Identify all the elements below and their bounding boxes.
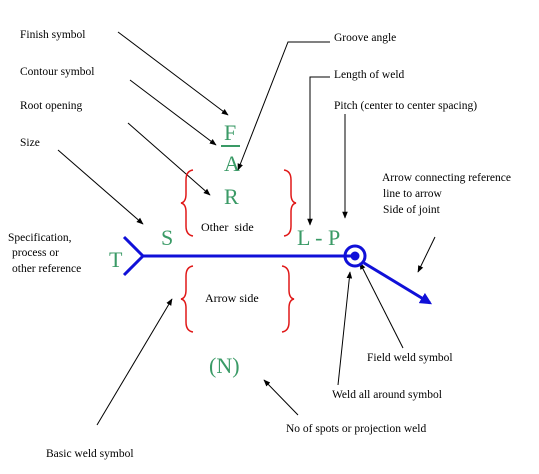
pitch-label: Pitch (center to center spacing): [334, 100, 477, 112]
leader-weld-all-around: [337, 271, 353, 386]
weld-all-around-circle: [343, 244, 367, 268]
weld-all-around-label: Weld all around symbol: [332, 389, 442, 401]
leader-basic-weld: [96, 298, 173, 426]
contour-symbol-label: Contour symbol: [20, 66, 94, 78]
leader-finish: [117, 31, 229, 116]
reference-line-group: [122, 235, 433, 305]
groove-angle-letter-a: A: [224, 151, 240, 176]
tail-upper: [122, 235, 145, 258]
brace-arrow-right: [281, 265, 295, 333]
other-side-label: Other side: [201, 220, 254, 234]
tail-letter-t: T: [109, 247, 123, 272]
leader-groove-angle: [237, 41, 330, 171]
specification-label-1: Specification,: [8, 232, 72, 244]
specification-label-3: other reference: [12, 263, 81, 275]
leader-spots: [263, 379, 299, 416]
leader-side-of-joint: [417, 236, 436, 273]
field-weld-dot: [350, 251, 360, 261]
arrow-connecting-label-2: line to arrow: [383, 188, 442, 200]
spots-letter-n: (N): [209, 353, 240, 378]
root-opening-letter-r: R: [224, 184, 239, 209]
brace-other-right: [283, 169, 297, 237]
specification-label-2: process or: [12, 247, 59, 259]
leader-field-weld: [359, 262, 404, 349]
arrow-line: [363, 261, 433, 305]
leader-root-opening: [127, 122, 211, 196]
brace-arrow-left: [180, 265, 194, 333]
basic-weld-symbol-label: Basic weld symbol: [46, 448, 134, 460]
leader-size: [57, 149, 144, 225]
root-opening-label: Root opening: [20, 100, 83, 112]
tail-lower: [122, 254, 145, 277]
leader-length: [307, 76, 330, 226]
arrow-side-label: Arrow side: [205, 291, 259, 305]
finish-symbol-label: Finish symbol: [20, 29, 86, 41]
brace-other-left: [180, 169, 194, 237]
size-label: Size: [20, 137, 40, 149]
length-pitch-lp: L - P: [297, 225, 340, 250]
length-of-weld-label: Length of weld: [334, 69, 405, 81]
spots-projection-label: No of spots or projection weld: [286, 423, 426, 435]
field-weld-symbol-label: Field weld symbol: [367, 352, 453, 364]
groove-angle-label: Groove angle: [334, 32, 396, 44]
arrow-connecting-label-1: Arrow connecting reference: [382, 172, 511, 184]
finish-letter-f: F: [224, 120, 236, 145]
leader-lines: [57, 31, 436, 426]
size-letter-s: S: [161, 225, 173, 250]
braces: [180, 169, 297, 333]
side-of-joint-label: Side of joint: [383, 204, 441, 216]
leader-contour: [129, 79, 217, 146]
